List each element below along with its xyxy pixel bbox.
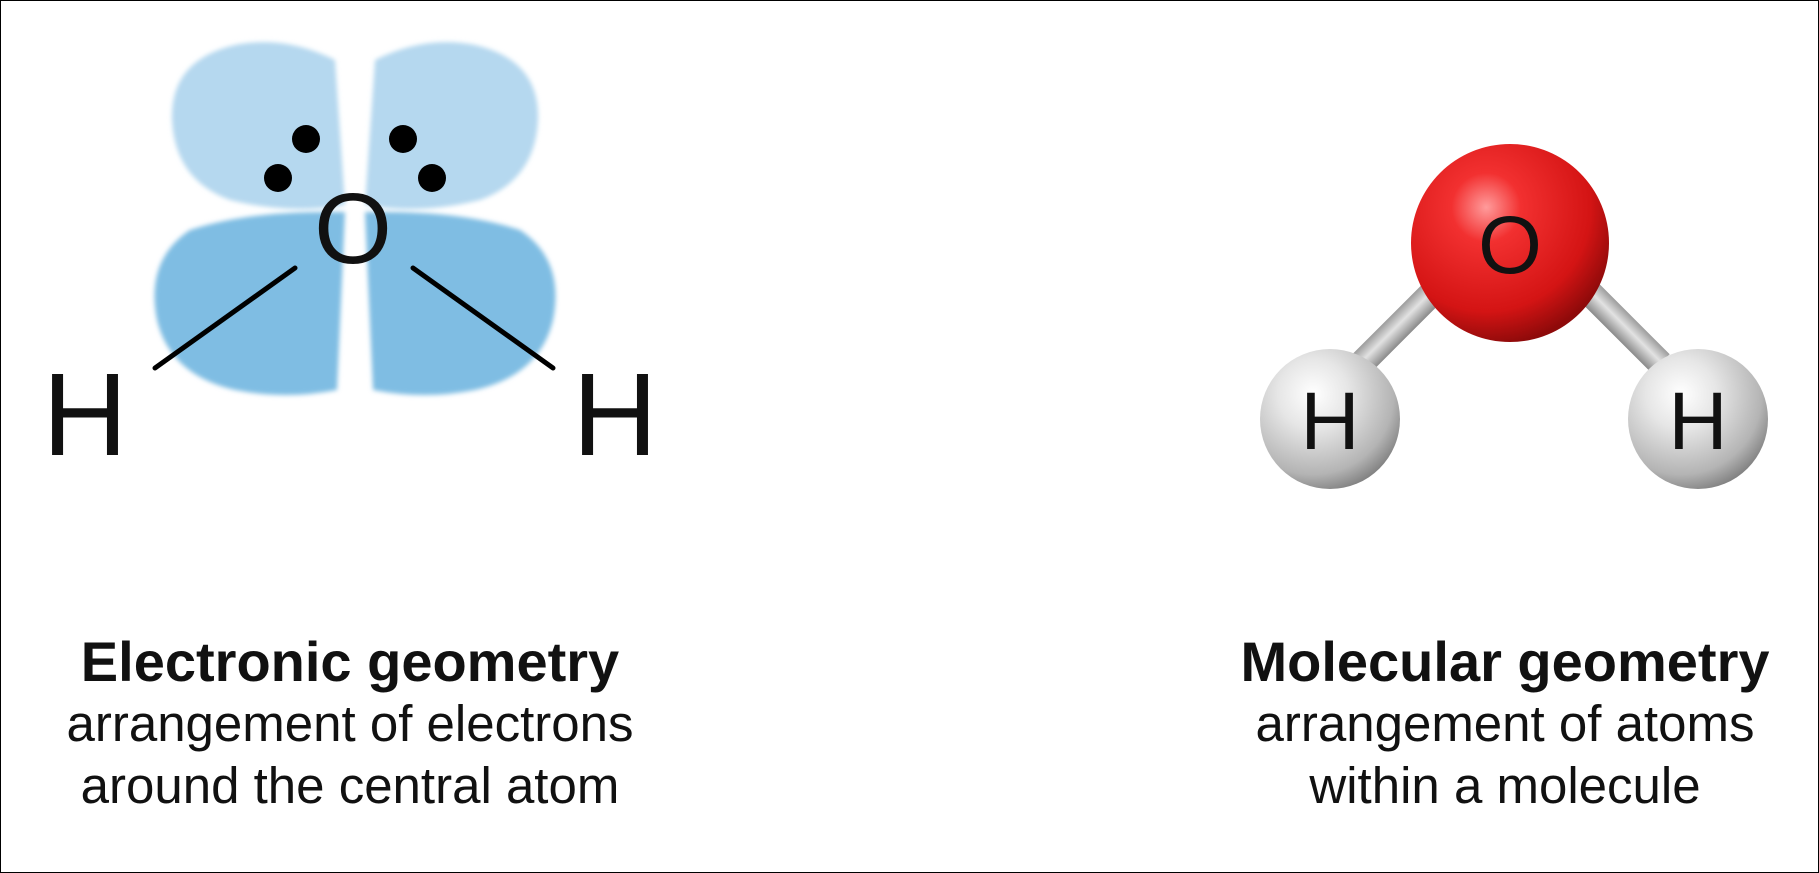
hydrogen-symbol-right-molecular: H	[1668, 376, 1727, 467]
bond-line-left	[152, 265, 298, 371]
hydrogen-ball-left	[1260, 349, 1400, 489]
oxygen-symbol-electronic: O	[314, 173, 392, 285]
electron-dot	[264, 164, 292, 192]
electronic-geometry-caption: Electronic geometry arrangement of elect…	[0, 631, 730, 817]
bonding-lobe-left	[154, 211, 345, 395]
molecular-geometry-line2: within a molecule	[1309, 757, 1701, 814]
lone-pair-electrons	[264, 125, 446, 192]
oxygen-symbol-molecular: O	[1478, 200, 1542, 291]
molecular-geometry-title: Molecular geometry	[1240, 630, 1770, 693]
electronic-geometry-line1: arrangement of electrons	[66, 695, 634, 752]
bond-line-right	[410, 265, 556, 371]
electron-domain-lobes	[154, 42, 556, 395]
lone-pair-lobe-left	[171, 42, 345, 210]
electron-dot	[389, 125, 417, 153]
molecular-geometry-line1: arrangement of atoms	[1255, 695, 1755, 752]
electronic-geometry-line2: around the central atom	[80, 757, 620, 814]
lone-pair-lobe-right	[365, 42, 539, 210]
hydrogen-ball-right	[1628, 349, 1768, 489]
electron-dot	[418, 164, 446, 192]
electron-dot	[292, 125, 320, 153]
oxygen-ball	[1411, 144, 1609, 342]
hydrogen-symbol-left-molecular: H	[1300, 376, 1359, 467]
hydrogen-symbol-right-electronic: H	[572, 349, 657, 481]
hydrogen-symbol-left-electronic: H	[42, 349, 127, 481]
ball-and-stick-model	[1260, 144, 1768, 489]
electronic-geometry-title: Electronic geometry	[80, 630, 620, 693]
molecular-geometry-caption: Molecular geometry arrangement of atoms …	[1125, 631, 1819, 817]
